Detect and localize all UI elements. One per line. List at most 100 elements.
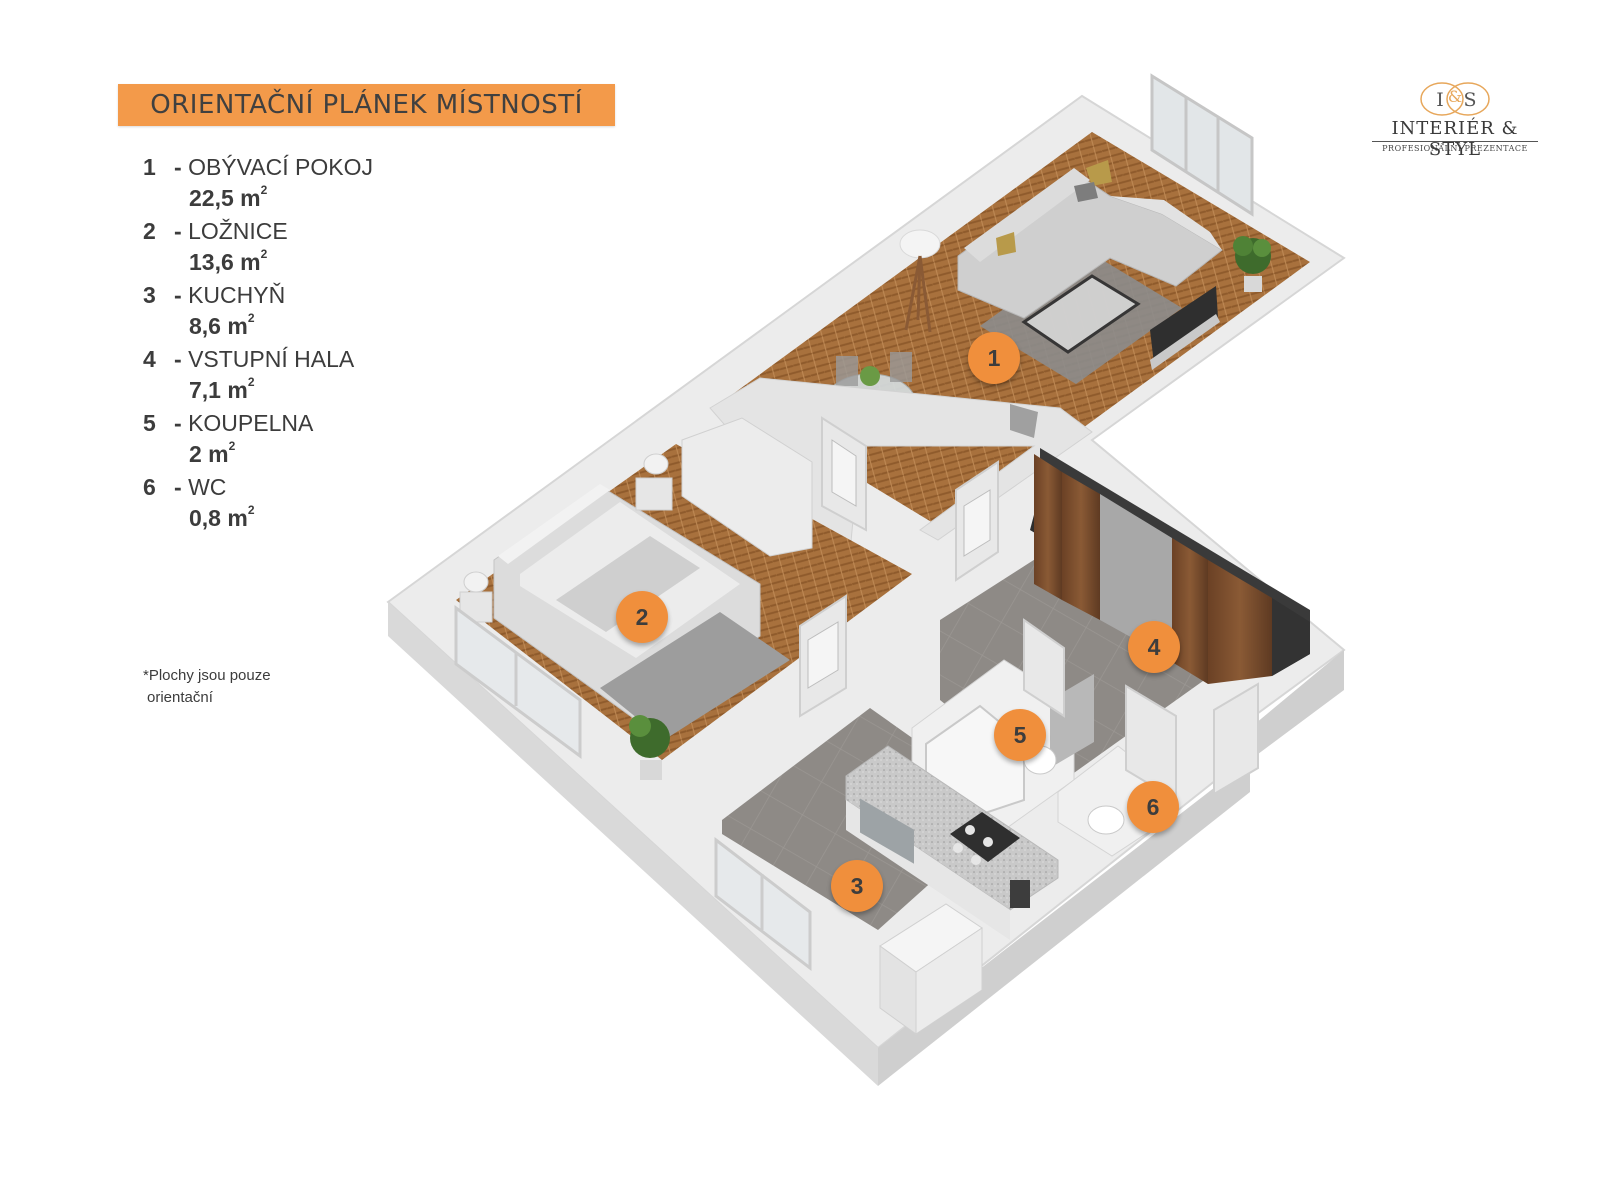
legend-number: 3	[143, 282, 156, 308]
legend-item: 3 - KUCHYŇ 8,6 m2	[143, 282, 443, 346]
marker-number: 6	[1146, 793, 1160, 820]
marker-number: 3	[850, 872, 864, 899]
bedroom-plant	[629, 715, 670, 780]
legend-room-label: OBÝVACÍ POKOJ	[188, 154, 373, 180]
legend-room-name: - LOŽNICE	[174, 218, 288, 245]
legend-room-name: - WC	[174, 474, 226, 501]
bedroom-wardrobe	[681, 417, 813, 557]
logo-name: INTERIÉR & STYL	[1391, 118, 1519, 160]
door-entrance	[1213, 682, 1259, 796]
monogram-ampersand: &	[1448, 87, 1462, 106]
legend-number: 5	[143, 410, 156, 436]
legend-area-value: 2 m	[189, 441, 229, 467]
cooktop	[950, 812, 1020, 862]
marker-number: 4	[1147, 633, 1161, 660]
outer-wall-side-east	[1250, 650, 1344, 760]
legend-room-name: - KUCHYŇ	[174, 282, 285, 309]
monogram-letter-i: I	[1436, 89, 1444, 111]
room-marker-6: 6	[1127, 781, 1179, 833]
legend-room-area: 2 m2	[189, 439, 236, 468]
window-bedroom	[454, 605, 582, 759]
legend-room-label: WC	[188, 474, 227, 500]
legend-item: 5 - KOUPELNA 2 m2	[143, 410, 443, 474]
door-bedroom	[799, 594, 847, 718]
legend-number: 1	[143, 154, 156, 180]
kitchen-counter	[845, 745, 1059, 940]
legend-room-name: - OBÝVACÍ POKOJ	[174, 154, 373, 181]
logo-divider	[1372, 141, 1538, 142]
legend-room-name: - VSTUPNÍ HALA	[174, 346, 354, 373]
legend-number: 2	[143, 218, 156, 244]
kitchen-fridge	[879, 903, 983, 1035]
legend-room-label: KOUPELNA	[188, 410, 314, 436]
marker-number: 5	[1013, 721, 1027, 748]
legend-item: 2 - LOŽNICE 13,6 m2	[143, 218, 443, 282]
legend-area-value: 13,6 m	[189, 249, 261, 275]
legend-room-label: KUCHYŇ	[188, 282, 286, 308]
toilet	[1087, 805, 1125, 835]
legend-area-unit-sup: 2	[247, 503, 255, 517]
marker-number: 2	[635, 603, 649, 630]
legend-room-name: - KOUPELNA	[174, 410, 313, 437]
legend-dash: -	[174, 154, 182, 180]
legend-room-area: 0,8 m2	[189, 503, 255, 532]
legend-item: 1 - OBÝVACÍ POKOJ 22,5 m2	[143, 154, 443, 218]
title-banner: ORIENTAČNÍ PLÁNEK MÍSTNOSTÍ	[118, 84, 615, 126]
legend-area-unit-sup: 2	[260, 183, 268, 197]
outer-wall-side-right	[878, 760, 1250, 1086]
legend-room-area: 7,1 m2	[189, 375, 255, 404]
legend-area-value: 7,1 m	[189, 377, 248, 403]
door-bathroom	[1023, 618, 1065, 718]
legend-area-value: 22,5 m	[189, 185, 261, 211]
legend-dash: -	[174, 410, 182, 436]
brand-logo: I & S INTERIÉR & STYL PROFESIONÁLNÍ PREZ…	[1370, 78, 1540, 160]
window-living-room	[1150, 73, 1254, 217]
area-disclaimer-note: *Plochy jsou pouze orientační	[143, 665, 271, 709]
legend-room-label: LOŽNICE	[188, 218, 288, 244]
living-room-plant	[1233, 236, 1271, 292]
legend-room-area: 13,6 m2	[189, 247, 268, 276]
monogram-letter-s: S	[1463, 89, 1476, 111]
legend-area-value: 0,8 m	[189, 505, 248, 531]
room-marker-2: 2	[616, 591, 668, 643]
coffee-table	[1021, 274, 1141, 354]
note-line: orientační	[147, 689, 213, 706]
legend-area-unit-sup: 2	[260, 247, 268, 261]
note-line: *Plochy jsou pouze	[143, 667, 271, 684]
legend-number: 6	[143, 474, 156, 500]
legend-dash: -	[174, 346, 182, 372]
legend-area-unit-sup: 2	[247, 375, 255, 389]
legend-room-area: 8,6 m2	[189, 311, 255, 340]
room-marker-5: 5	[994, 709, 1046, 761]
room-marker-1: 1	[968, 332, 1020, 384]
legend-area-value: 8,6 m	[189, 313, 248, 339]
hall-chair	[1010, 404, 1038, 438]
room-marker-4: 4	[1128, 621, 1180, 673]
door-living	[821, 416, 867, 532]
room-marker-3: 3	[831, 860, 883, 912]
logo-tagline: PROFESIONÁLNÍ PREZENTACE	[1382, 144, 1528, 153]
monogram-icon: I & S	[1420, 82, 1490, 116]
legend-dash: -	[174, 282, 182, 308]
marker-number: 1	[987, 344, 1001, 371]
legend-dash: -	[174, 474, 182, 500]
coffee-machine	[1010, 880, 1030, 908]
window-kitchen	[714, 836, 812, 972]
legend-item: 4 - VSTUPNÍ HALA 7,1 m2	[143, 346, 443, 410]
legend-item: 6 - WC 0,8 m2	[143, 474, 443, 538]
room-legend: 1 - OBÝVACÍ POKOJ 22,5 m2 2 - LOŽNICE 13…	[143, 154, 443, 538]
page-title: ORIENTAČNÍ PLÁNEK MÍSTNOSTÍ	[150, 90, 583, 120]
door-hall	[955, 460, 999, 582]
legend-room-label: VSTUPNÍ HALA	[188, 346, 355, 372]
legend-number: 4	[143, 346, 156, 372]
legend-area-unit-sup: 2	[228, 439, 236, 453]
bedroom-rug	[600, 612, 790, 740]
floor-lamp	[899, 229, 941, 333]
legend-dash: -	[174, 218, 182, 244]
outer-wall-side-left	[388, 602, 878, 1086]
legend-area-unit-sup: 2	[247, 311, 255, 325]
legend-room-area: 22,5 m2	[189, 183, 268, 212]
bedside-table	[635, 477, 673, 511]
tv-unit	[1150, 286, 1218, 364]
